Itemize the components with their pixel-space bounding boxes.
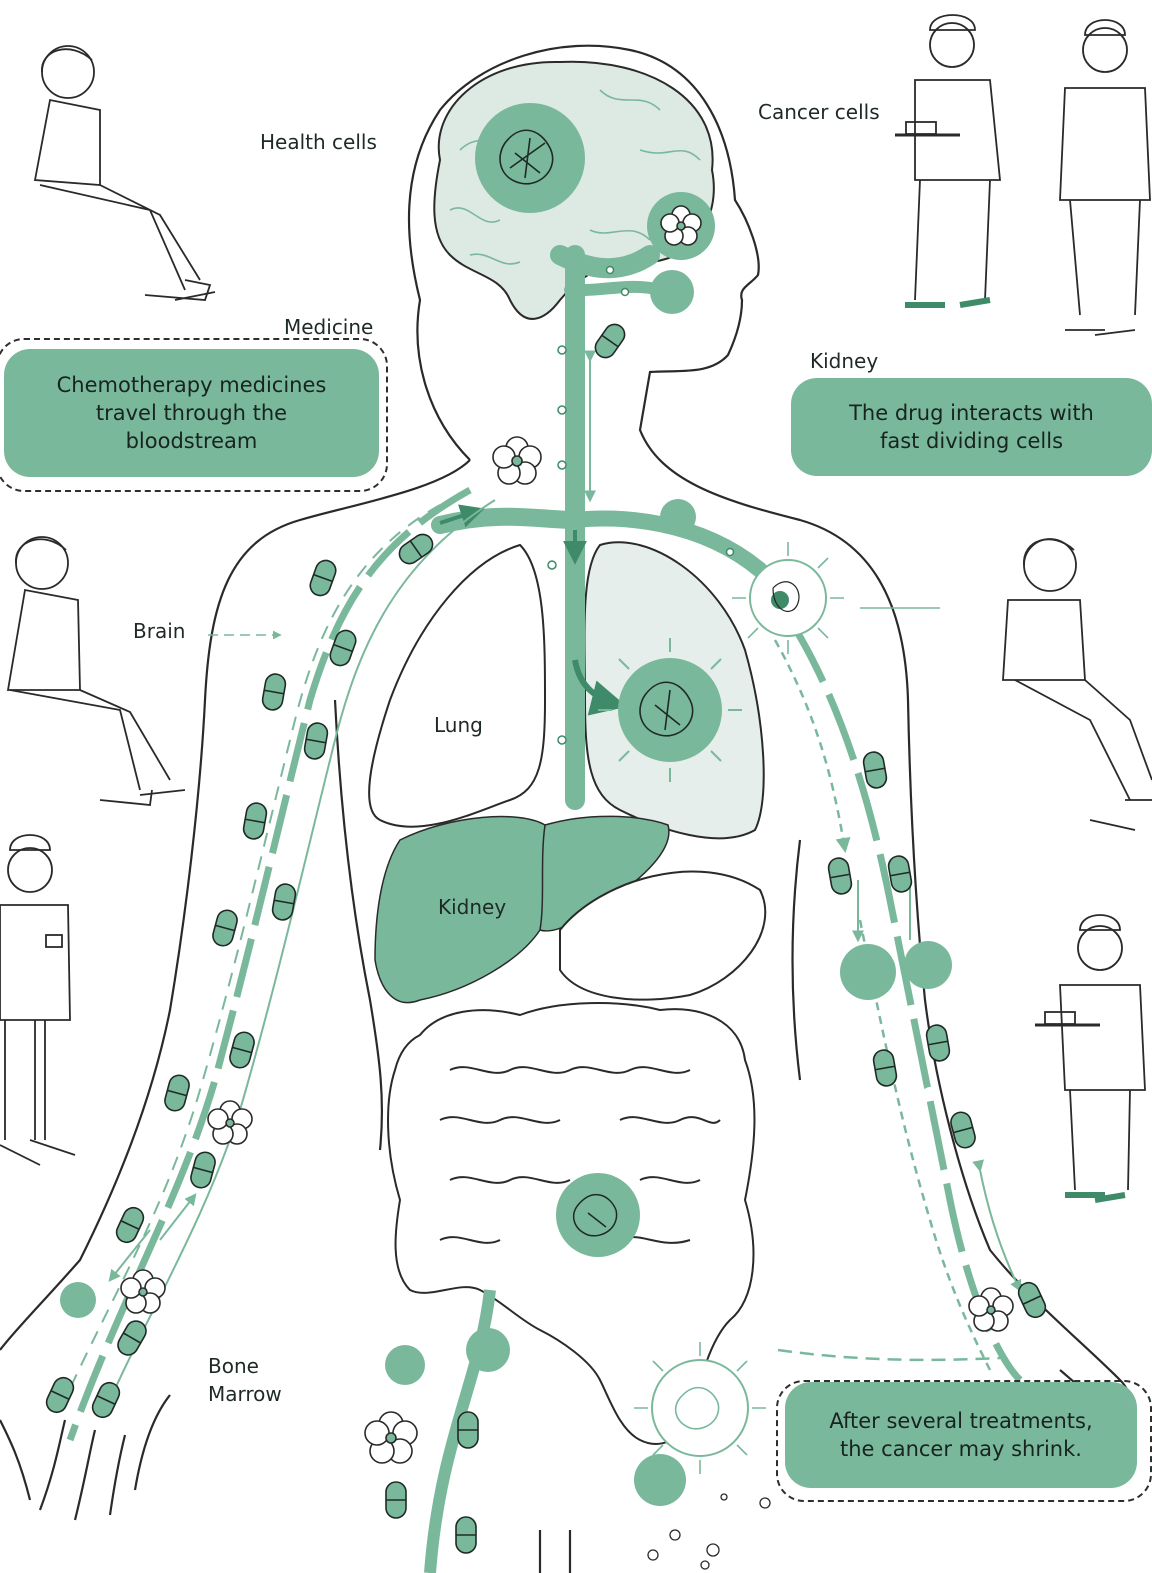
callout-drug-interacts: The drug interacts with fast dividing ce… <box>791 378 1152 476</box>
healthy-cell-flower-icon <box>493 437 541 484</box>
callout-cancer-shrink: After several treatments, the cancer may… <box>785 1382 1137 1488</box>
pill-capsule-icon <box>211 908 240 948</box>
pill-capsule-icon <box>261 673 287 712</box>
pill-capsule-icon <box>591 321 628 362</box>
liver-organ <box>375 816 765 1002</box>
pill-capsule-icon <box>386 1482 406 1518</box>
cancer-cell-icon <box>634 1454 686 1506</box>
pill-capsule-icon <box>925 1024 951 1063</box>
person-cancer-cells-1 <box>895 15 1000 305</box>
cancer-cell-icon <box>556 1173 640 1257</box>
label-health-cells: Health cells <box>260 128 377 156</box>
label-kidney-top: Kidney <box>810 347 878 375</box>
healthy-cell-flower-icon <box>647 192 715 260</box>
cancer-cell-icon <box>475 103 585 213</box>
pill-capsule-icon <box>307 558 338 599</box>
label-brain: Brain <box>133 617 185 645</box>
pill-capsule-icon <box>303 722 329 761</box>
label-kidney-organ: Kidney <box>438 893 506 921</box>
pill-capsule-icon <box>271 883 297 922</box>
cancer-cell-icon <box>634 1342 766 1474</box>
pill-capsule-icon <box>163 1073 192 1113</box>
cancer-cells <box>60 103 952 1506</box>
cancer-cell-icon <box>660 499 696 535</box>
cancer-cell-icon <box>732 542 844 654</box>
cancer-cell-icon <box>385 1345 425 1385</box>
healthy-cell-flower-icon <box>121 1270 165 1313</box>
callout-chemo-travel: Chemotherapy medicines travel through th… <box>4 349 379 477</box>
cancer-cell-icon <box>904 941 952 989</box>
cancer-cell-icon <box>840 944 896 1000</box>
person-seated-right <box>1003 539 1152 830</box>
left-lung <box>369 545 545 827</box>
person-seated-top-left <box>35 46 215 300</box>
person-standing-left <box>0 835 75 1165</box>
label-cancer-cells: Cancer cells <box>758 98 880 126</box>
label-lung: Lung <box>434 711 483 739</box>
pill-capsule-icon <box>872 1049 898 1088</box>
pill-capsule-icon <box>458 1412 478 1448</box>
pill-capsule-icon <box>862 751 888 790</box>
pill-capsule-icon <box>456 1517 476 1553</box>
label-medicine: Medicine <box>284 313 373 341</box>
person-cancer-cells-2 <box>1060 20 1150 335</box>
pill-capsule-icon <box>242 802 268 841</box>
right-arm-vessels <box>775 608 1020 1380</box>
person-seated-mid-left <box>8 537 185 805</box>
bubbles <box>648 1494 770 1569</box>
cancer-cell-icon <box>466 1328 510 1372</box>
cancer-cell-icon <box>650 270 694 314</box>
cancer-cell-icon <box>60 1282 96 1318</box>
healthy-cell-flower-icon <box>208 1101 252 1144</box>
pill-capsule-icon <box>43 1374 76 1415</box>
label-bone-marrow: Bone Marrow <box>208 1352 282 1408</box>
healthy-cell-flower-icon <box>365 1412 417 1463</box>
pill-capsule-icon <box>827 857 853 896</box>
cancer-cell-icon <box>598 638 742 782</box>
person-standing-right <box>1035 915 1145 1200</box>
